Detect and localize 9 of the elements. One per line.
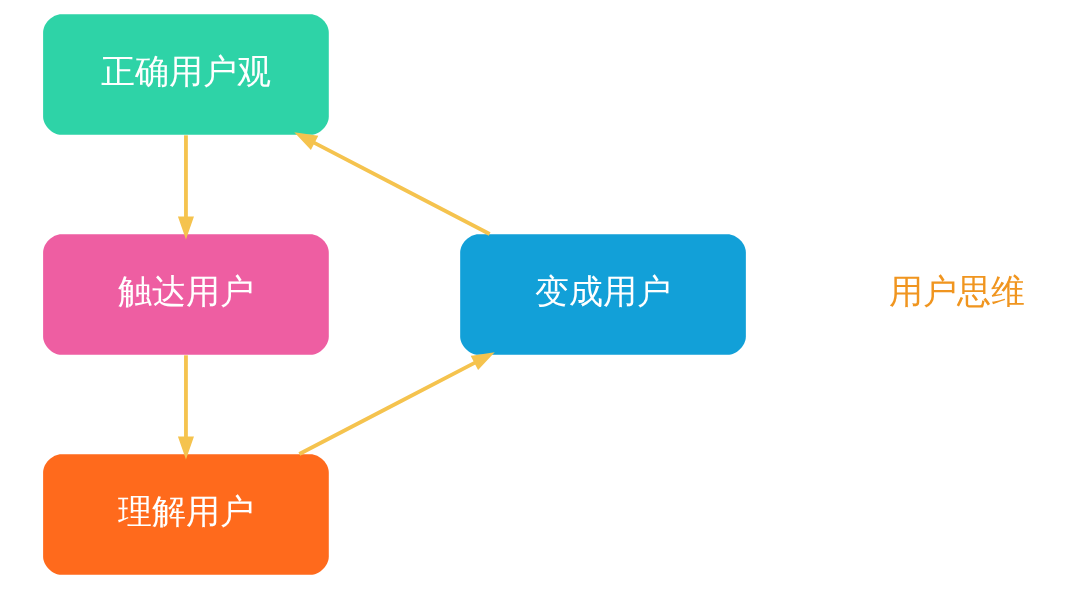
arrow xyxy=(177,355,194,460)
arrow xyxy=(177,135,194,240)
arrow xyxy=(294,132,491,236)
arrow xyxy=(298,352,495,456)
node-box: 正确用户观 xyxy=(43,14,329,135)
node-box: 触达用户 xyxy=(43,234,329,355)
node-box: 理解用户 xyxy=(43,454,329,575)
label: 用户思维 xyxy=(889,272,1026,312)
node-box: 变成用户 xyxy=(460,234,746,355)
